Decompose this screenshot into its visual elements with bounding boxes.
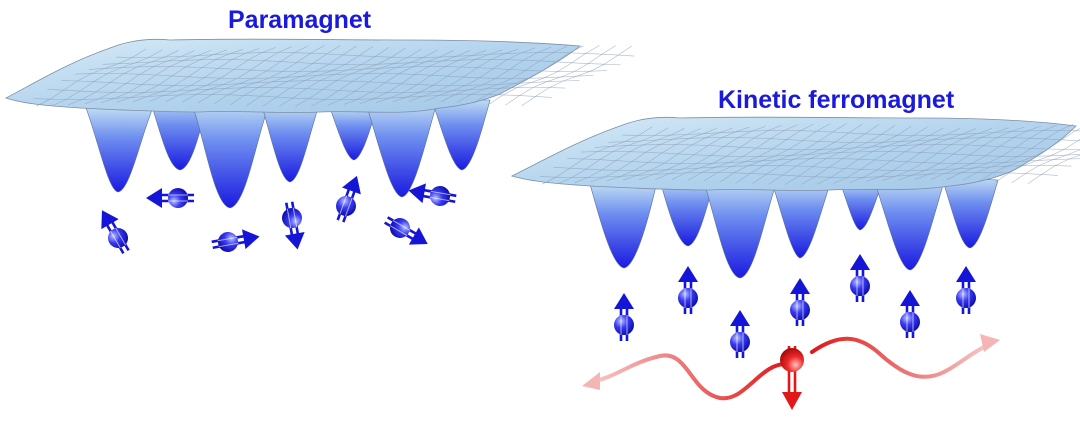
potential-well <box>431 99 491 171</box>
paramagnet-wells <box>85 99 491 209</box>
carrier-trail-arrowhead-left <box>582 372 600 390</box>
potential-well <box>839 181 883 231</box>
kinetic-ferromagnet-panel <box>510 116 1080 279</box>
spin-arrow-icon <box>850 254 870 302</box>
spin-arrow-icon <box>282 201 305 250</box>
spin-arrow-icon <box>101 210 130 255</box>
spin-arrow-icon <box>211 229 260 252</box>
spin-arrow-icon <box>336 175 361 223</box>
spin-arrow-icon <box>900 290 920 338</box>
carrier-trail-right <box>810 336 992 379</box>
spin-arrow-icon <box>730 310 750 358</box>
potential-well <box>589 183 657 269</box>
potential-well <box>771 181 831 259</box>
potential-well <box>365 103 437 198</box>
spin-arrow-icon <box>614 293 634 341</box>
paramagnet-title: Paramagnet <box>228 6 372 34</box>
ferromagnet-spins <box>614 254 976 358</box>
potential-well <box>941 177 999 249</box>
paramagnet-spins <box>101 175 457 255</box>
red-carrier-icon <box>780 346 804 410</box>
surface-mesh <box>539 123 1080 185</box>
potential-well <box>261 105 319 183</box>
spin-arrow-icon <box>408 183 457 206</box>
paramagnet-panel <box>4 38 635 209</box>
spin-arrow-icon <box>383 216 428 245</box>
potential-well <box>329 107 377 161</box>
spin-arrow-icon <box>146 188 194 208</box>
ferromagnet-wells <box>589 177 999 279</box>
spin-arrow-icon <box>678 266 698 314</box>
carrier-trail-arrowhead-right <box>980 334 1000 352</box>
kinetic-ferromagnet-title: Kinetic ferromagnet <box>718 86 955 114</box>
spin-arrow-icon <box>790 278 810 326</box>
surface-mesh <box>33 45 635 107</box>
itinerant-carrier <box>582 334 1000 410</box>
potential-well <box>703 181 777 279</box>
potential-well <box>873 179 945 271</box>
potential-well <box>191 103 269 209</box>
potential-well <box>85 107 153 193</box>
carrier-trail-left <box>590 353 790 401</box>
spin-arrow-icon <box>956 266 976 314</box>
